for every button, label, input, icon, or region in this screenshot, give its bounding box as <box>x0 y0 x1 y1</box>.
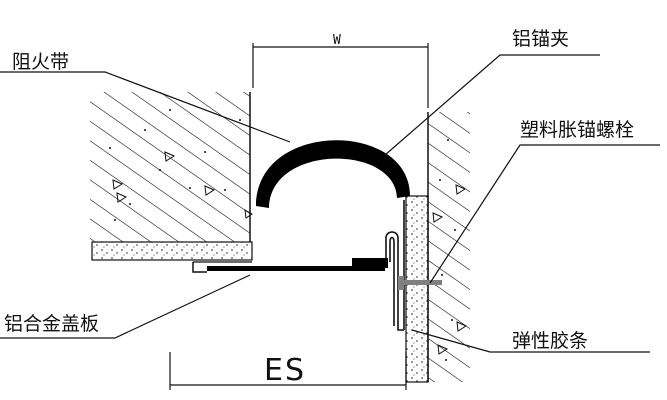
right-screed-strip <box>405 195 429 383</box>
bottom-dimension-label: ES <box>264 353 306 388</box>
cover-plate <box>192 258 388 273</box>
label-fire-belt: 阻火带 <box>12 51 69 73</box>
label-elastic-rubber: 弹性胶条 <box>512 330 588 352</box>
aluminum-anchor-clip <box>385 200 405 331</box>
label-expansion-bolt: 塑料胀锚螺栓 <box>520 119 634 141</box>
bottom-dimension <box>169 352 407 390</box>
expansion-bolt <box>398 276 442 290</box>
left-screed-strip <box>91 241 253 261</box>
left-concrete-block <box>90 92 253 242</box>
label-aluminum-clip: 铝锚夹 <box>512 28 569 50</box>
label-cover-plate: 铝合金盖板 <box>4 313 99 335</box>
right-concrete-block <box>427 112 470 382</box>
top-dimension-label: W <box>333 33 341 48</box>
leader-lines <box>0 54 660 353</box>
top-dimension <box>252 43 429 108</box>
fire-belt-arch <box>256 140 410 208</box>
